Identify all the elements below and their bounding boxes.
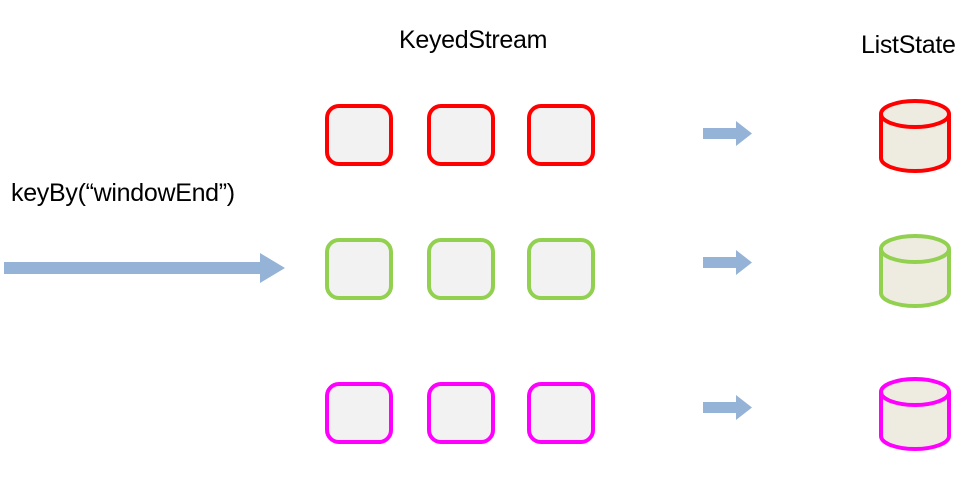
map-arrow-shape: [703, 250, 752, 275]
stream-element-box-red: [427, 104, 495, 166]
map-arrow-shape: [703, 121, 752, 146]
map-arrow-icon: [703, 121, 752, 146]
map-arrow-icon: [703, 250, 752, 275]
stream-element-box-magenta: [427, 382, 495, 444]
cylinder-body: [879, 114, 951, 173]
keyby-label: keyBy(“windowEnd”): [11, 179, 235, 207]
cylinder-top: [879, 234, 951, 264]
map-arrow-icon: [703, 395, 752, 420]
stream-element-box-red: [527, 104, 595, 166]
stream-element-box-magenta: [527, 382, 595, 444]
keyby-arrow-shape: [4, 253, 285, 283]
stream-element-box-green: [527, 238, 595, 300]
cylinder-top: [879, 377, 951, 407]
liststate-cylinder-icon-red: [879, 99, 951, 173]
stream-element-box-green: [427, 238, 495, 300]
stream-element-box-green: [325, 238, 393, 300]
stream-element-box-magenta: [325, 382, 393, 444]
cylinder-top: [879, 99, 951, 129]
stream-element-box-red: [325, 104, 393, 166]
liststate-cylinder-icon-magenta: [879, 377, 951, 451]
keyby-arrow-icon: [4, 253, 285, 283]
liststate-cylinder-icon-green: [879, 234, 951, 308]
cylinder-body: [879, 249, 951, 308]
cylinder-body: [879, 392, 951, 451]
liststate-title: ListState: [861, 31, 956, 59]
map-arrow-shape: [703, 395, 752, 420]
keyedstream-title: KeyedStream: [399, 26, 548, 54]
